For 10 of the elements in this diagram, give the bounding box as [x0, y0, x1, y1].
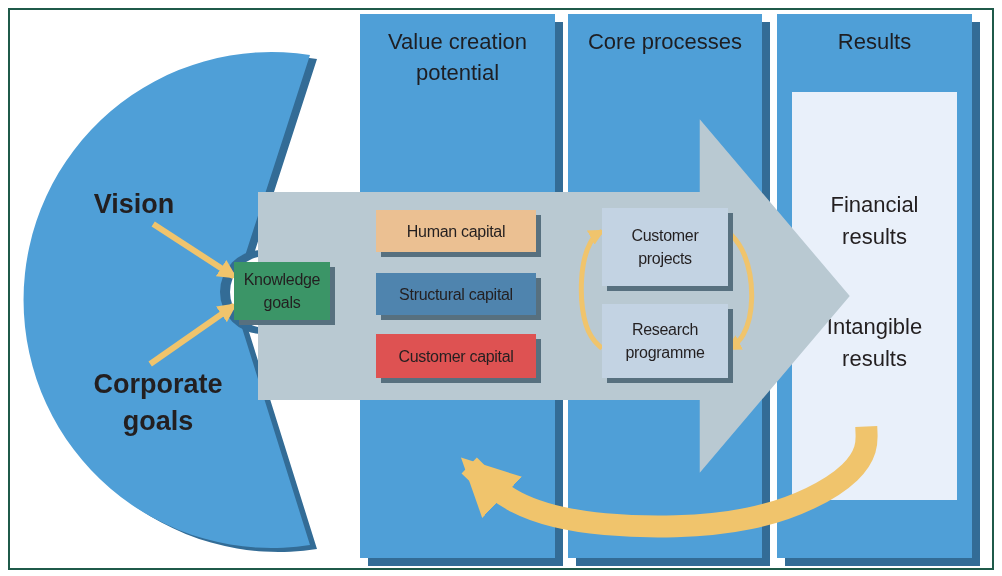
- result-label: Financial results: [829, 191, 920, 251]
- result-label: Intangible results: [825, 313, 924, 373]
- column-heading: Value creation potential: [387, 28, 528, 87]
- results-panel: [792, 92, 957, 500]
- column-heading: Results: [836, 28, 913, 56]
- column-heading: Core processes: [586, 28, 744, 56]
- heading-text: Vision: [93, 187, 175, 221]
- arrow: [578, 229, 605, 351]
- block-arrow: [258, 119, 850, 473]
- heading-text: Corporate goals: [92, 368, 224, 438]
